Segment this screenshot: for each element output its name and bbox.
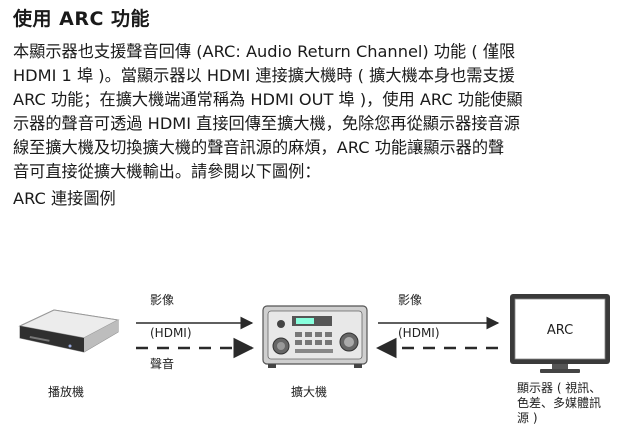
monitor-screen-text: ARC bbox=[547, 323, 573, 338]
section-heading: 使用 ARC 功能 bbox=[13, 8, 151, 30]
player-device-icon bbox=[18, 309, 120, 353]
left-hdmi-label: (HDMI) bbox=[150, 326, 192, 340]
paragraph-line-4: 示器的聲音可透過 HDMI 直接回傳至擴大機，免除您再從顯示器接音源 bbox=[13, 114, 520, 133]
display-label-line-2: 色差、多媒體訊 bbox=[517, 395, 601, 410]
monitor-device-icon bbox=[510, 294, 610, 373]
paragraph-line-1: 本顯示器也支援聲音回傳 (ARC: Audio Return Channel) … bbox=[13, 42, 516, 61]
left-video-label: 影像 bbox=[150, 293, 174, 307]
paragraph-line-2: HDMI 1 埠 )。當顯示器以 HDMI 連接擴大機時 ( 擴大機本身也需支援 bbox=[13, 66, 515, 85]
amplifier-label: 擴大機 bbox=[291, 384, 327, 399]
paragraph-line-6: 音可直接從擴大機輸出。請參閱以下圖例： bbox=[13, 162, 321, 181]
player-label: 播放機 bbox=[48, 384, 84, 399]
paragraph-line-5: 線至擴大機及切換擴大機的聲音訊源的麻煩，ARC 功能讓顯示器的聲 bbox=[13, 138, 505, 157]
display-label-line-3: 源 ) bbox=[517, 411, 538, 425]
display-label-line-1: 顯示器 ( 視訊、 bbox=[517, 380, 601, 395]
diagram-caption: ARC 連接圖例 bbox=[13, 189, 116, 208]
arc-connection-diagram: ARC 影像 (HDMI) 聲音 影像 (HDMI) 播放機 擴大機 顯示器 (… bbox=[18, 293, 610, 425]
paragraph-line-3: ARC 功能；在擴大機端通常稱為 HDMI OUT 埠 )，使用 ARC 功能使… bbox=[13, 90, 523, 109]
left-audio-label: 聲音 bbox=[150, 356, 174, 371]
right-hdmi-label: (HDMI) bbox=[398, 326, 440, 340]
amplifier-device-icon bbox=[262, 305, 368, 368]
right-video-label: 影像 bbox=[398, 293, 422, 307]
